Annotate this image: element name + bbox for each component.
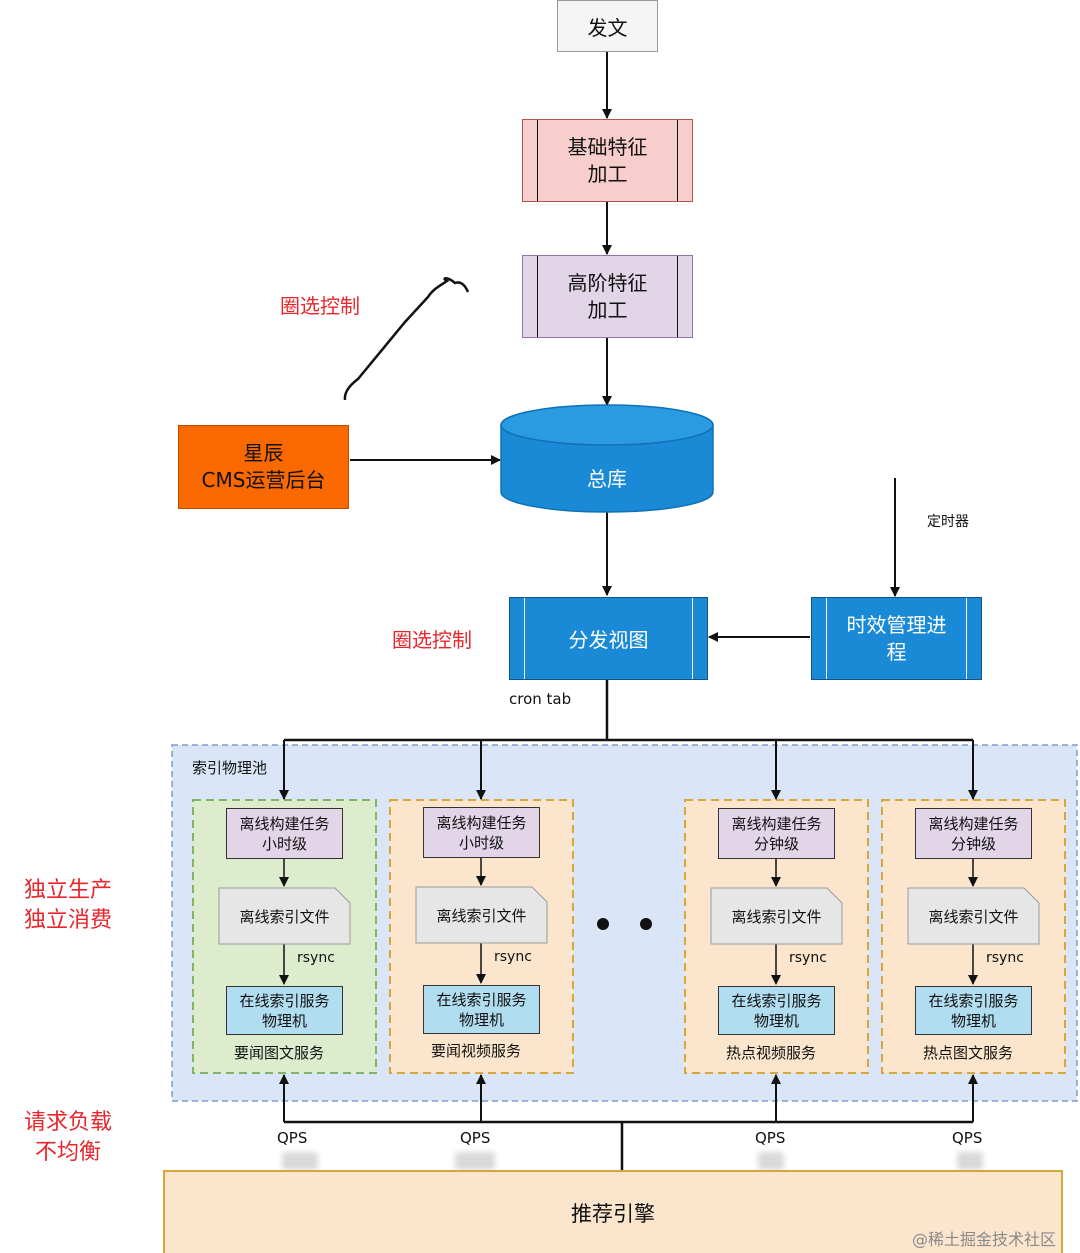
doc-shape-1 [218,887,351,945]
offline-task-box: 离线构建任务 小时级 [226,808,343,859]
brace-shape [343,277,470,401]
qps-label: QPS [952,1129,983,1147]
main-db-label: 总库 [587,466,627,491]
database-shape [500,404,714,513]
advanced-feature-box: 高阶特征 加工 [522,255,693,338]
index-pool-title: 索引物理池 [192,759,268,777]
ellipsis-dot [597,918,609,930]
post-box: 发文 [557,0,658,52]
offline-task-box: 离线构建任务 分钟级 [718,808,835,859]
offline-index-file: 离线索引文件 [928,907,1019,926]
service-name: 热点图文服务 [923,1044,1014,1062]
online-index-box: 在线索引服务 物理机 [423,985,540,1034]
basic-feature-box: 基础特征 加工 [522,119,693,202]
qps-label: QPS [277,1129,308,1147]
circle-control-label-1: 圈选控制 [280,294,360,318]
ellipsis-dot [640,918,652,930]
blurred-value [957,1152,983,1170]
offline-index-file: 离线索引文件 [731,907,822,926]
timer-label: 定时器 [927,514,969,530]
qps-label: QPS [755,1129,786,1147]
offline-task-box: 离线构建任务 小时级 [423,807,540,858]
doc-shape-4 [907,887,1040,945]
unbalanced-label: 请求负载 不均衡 [24,1110,113,1165]
blurred-value [758,1152,784,1170]
independent-label: 独立生产 独立消费 [24,878,113,933]
blurred-value [282,1152,318,1170]
qps-label: QPS [460,1129,491,1147]
recommendation-engine-box: 推荐引擎 [163,1170,1063,1253]
offline-index-file: 离线索引文件 [239,907,330,926]
rsync-label: rsync [789,950,827,966]
timeliness-process-box: 时效管理进 程 [811,597,982,680]
service-name: 热点视频服务 [726,1044,817,1062]
online-index-box: 在线索引服务 物理机 [915,986,1032,1035]
cron-tab-label: cron tab [509,690,572,708]
service-name: 要闻图文服务 [234,1044,325,1062]
doc-shape-3 [710,887,843,945]
rsync-label: rsync [297,950,335,966]
dispatch-view-box: 分发视图 [509,597,708,680]
doc-shape-2 [415,886,548,944]
online-index-box: 在线索引服务 物理机 [226,986,343,1035]
service-name: 要闻视频服务 [431,1042,522,1060]
watermark: @稀土掘金技术社区 [912,1230,1057,1249]
rsync-label: rsync [494,949,532,965]
online-index-box: 在线索引服务 物理机 [718,986,835,1035]
rsync-label: rsync [986,950,1024,966]
blurred-value [455,1152,495,1170]
circle-control-label-2: 圈选控制 [392,628,472,652]
cms-box: 星辰 CMS运营后台 [178,425,349,509]
offline-task-box: 离线构建任务 分钟级 [915,808,1032,859]
offline-index-file: 离线索引文件 [436,906,527,925]
